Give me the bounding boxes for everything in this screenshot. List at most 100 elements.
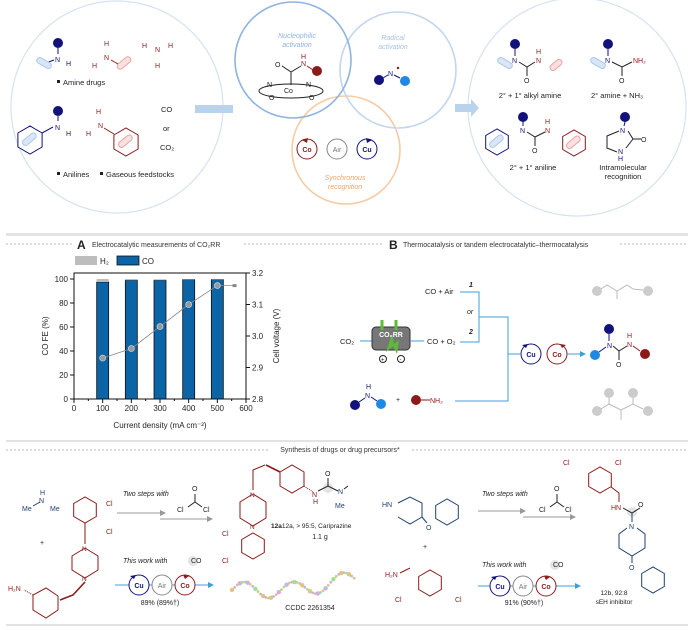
y-tick-label: 80 (59, 299, 68, 308)
benzene-ring (562, 129, 586, 157)
crystal-atom (319, 591, 322, 594)
arrow-right-icon (455, 99, 479, 117)
svg-text:N: N (338, 489, 343, 496)
svg-text:O: O (192, 486, 198, 493)
svg-text:N: N (306, 82, 311, 89)
svg-text:Me: Me (50, 506, 60, 513)
aniline-label: 2° + 1° aniline (510, 163, 557, 172)
crystal-structure-image (229, 570, 356, 600)
or-label: or (163, 124, 170, 133)
svg-text:N: N (627, 342, 632, 349)
nucleophilic-label-1: Nucleophilic (278, 33, 316, 40)
benzene-ring (418, 569, 442, 597)
svg-text:Cl: Cl (203, 507, 210, 514)
crystal-atom (233, 585, 237, 589)
svg-text:N: N (312, 492, 317, 499)
substrate-circle (10, 0, 224, 214)
bar-co (182, 279, 196, 400)
voltage-point (214, 282, 221, 289)
svg-text:Cl: Cl (565, 507, 572, 514)
svg-text:N: N (545, 128, 550, 135)
svg-text:H₂N: H₂N (385, 572, 398, 579)
co-reagent-label: CO (553, 562, 564, 569)
divider (6, 233, 688, 236)
svg-text:N: N (250, 492, 255, 499)
radical-circle (339, 11, 457, 129)
y2-tick-label: 3.2 (252, 269, 264, 278)
crystal-atom (326, 583, 330, 587)
crystal-atom (315, 591, 320, 596)
svg-text:Cl: Cl (395, 597, 402, 604)
plus-sign: + (40, 540, 44, 547)
alkyl-amine-label: 2° + 1° alkyl amine (499, 91, 562, 100)
gaseous-feedstocks-label: Gaseous feedstocks (106, 170, 174, 179)
svg-text:H: H (313, 499, 318, 506)
svg-text:Cl: Cl (106, 529, 113, 536)
svg-text:N: N (607, 343, 612, 350)
x-axis-title: Current density (mA cm⁻²) (113, 421, 206, 430)
amine-drugs-label: Amine drugs (63, 78, 105, 87)
panel-c-title: Synthesis of drugs or drug precursors* (280, 447, 400, 454)
svg-text:O: O (275, 62, 281, 69)
svg-text:H: H (104, 41, 109, 48)
svg-text:N: N (301, 61, 306, 68)
crystal-atom (248, 582, 252, 586)
x-tick-label: 400 (182, 404, 196, 413)
chart-legend: H₂ CO (75, 255, 154, 266)
svg-text:H: H (40, 490, 45, 497)
synchronous-label-2: recognition (328, 184, 362, 191)
panel-b-title: Thermocatalysis or tandem electrocatalyt… (403, 242, 589, 249)
crystal-atom (282, 585, 286, 589)
nucleophilic-circle (234, 1, 352, 119)
route-2-label: 2 (468, 329, 473, 336)
crystal-atom (303, 585, 307, 589)
crystal-atom (237, 581, 242, 586)
route-connector (455, 316, 509, 402)
intramolecular-label-1: Intramolecular (599, 163, 647, 172)
svg-text:Me: Me (335, 503, 345, 510)
svg-text:N: N (267, 82, 272, 89)
svg-text:O: O (638, 502, 644, 509)
two-steps-label: Two steps with (482, 491, 528, 498)
device-label: CO₂RR (379, 332, 403, 339)
catalyst-cu: Cu (128, 574, 150, 596)
crystal-atom (274, 593, 278, 597)
anode-icon (379, 355, 387, 363)
svg-text:N: N (250, 524, 255, 531)
svg-text:N: N (536, 58, 541, 65)
svg-text:O: O (269, 95, 275, 102)
panel-b-letter: B (389, 238, 398, 252)
divider (6, 440, 688, 442)
crystal-atom (334, 575, 338, 578)
ccdc-number: CCDC 2261354 (285, 605, 335, 612)
svg-text:N: N (104, 55, 109, 62)
svg-text:N: N (605, 58, 610, 65)
bar-co (210, 279, 224, 400)
svg-text:N: N (512, 58, 517, 65)
tetrasubstituted-urea-side-product (592, 388, 653, 420)
crystal-atom (292, 579, 297, 585)
svg-text:H: H (66, 61, 71, 68)
svg-text:Cu: Cu (495, 584, 504, 591)
svg-text:Cl: Cl (563, 460, 570, 467)
y2-tick-label: 2.9 (252, 364, 264, 373)
svg-text:O: O (616, 362, 622, 369)
svg-text:Air: Air (333, 147, 342, 154)
svg-text:N: N (39, 498, 44, 505)
svg-text:N: N (55, 125, 60, 132)
x-tick-label: 100 (96, 404, 110, 413)
two-steps-label: Two steps with (123, 491, 169, 498)
yield-a: 89% (89%†) (141, 600, 180, 607)
co2-label: CO₂ (340, 337, 354, 346)
legend-label-h2: H₂ (100, 257, 109, 266)
crystal-atom (259, 592, 262, 596)
svg-text:O: O (554, 486, 560, 493)
unsymmetric-urea-product: N ONH (590, 324, 650, 369)
svg-text:H: H (86, 131, 91, 138)
plus-sign: + (423, 544, 427, 551)
co-label: CO (161, 105, 172, 114)
